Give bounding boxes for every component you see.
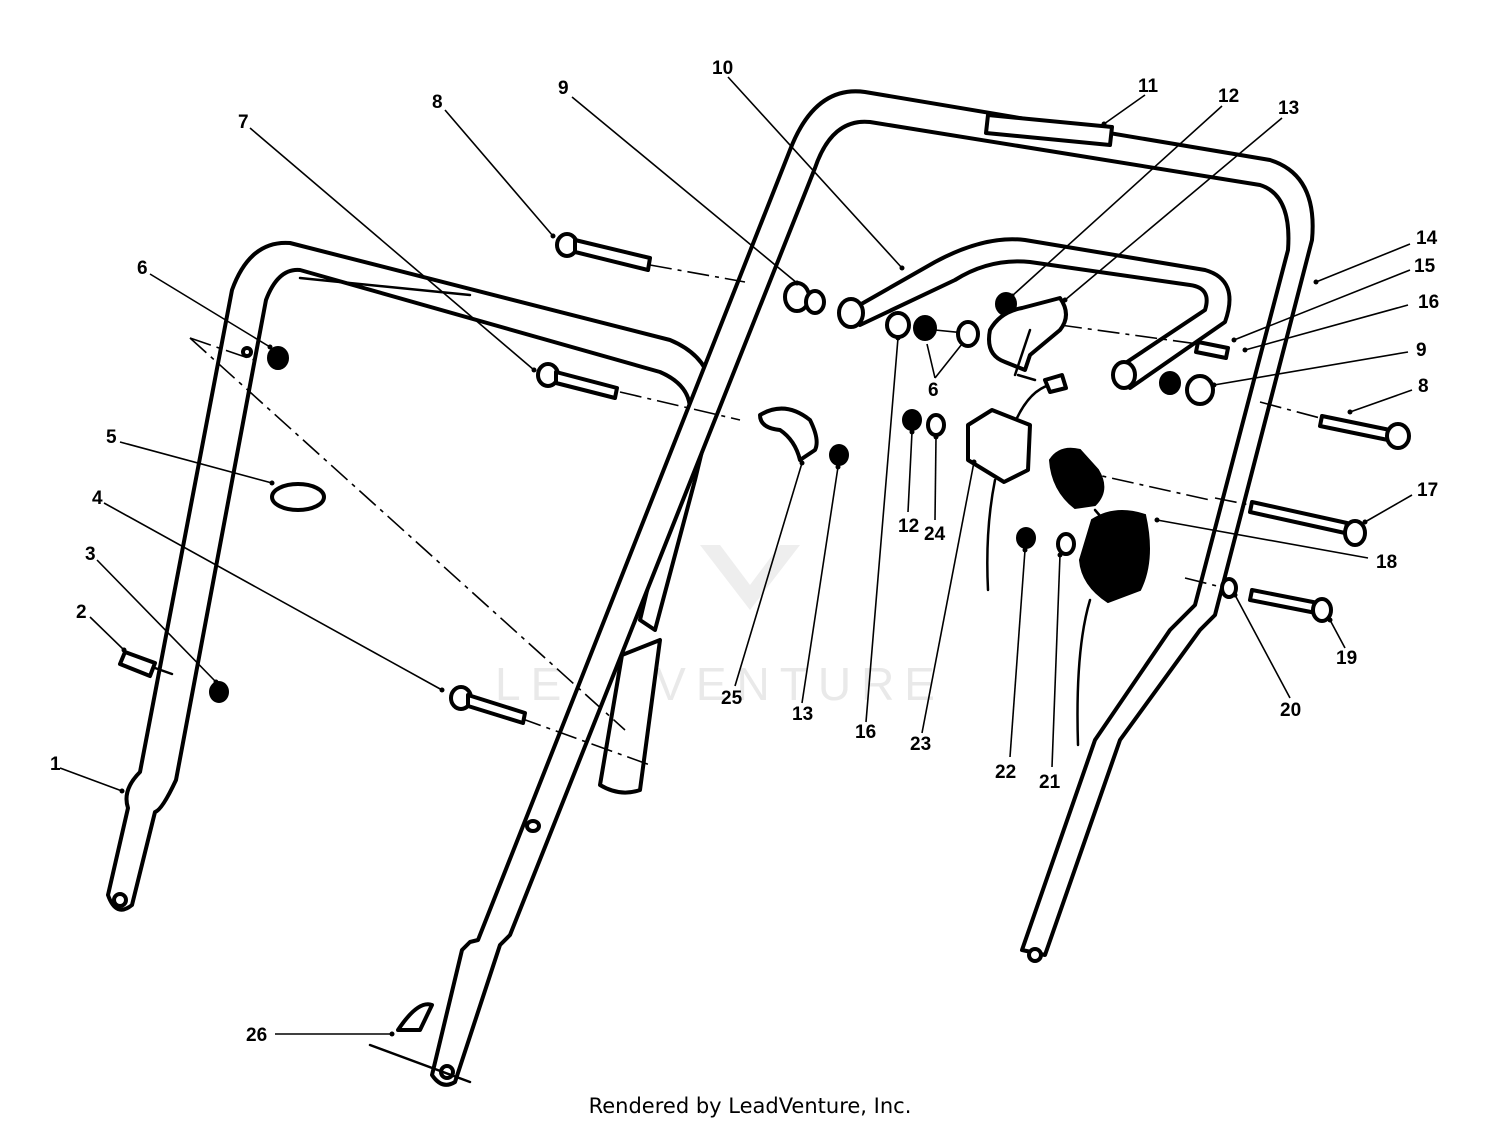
- switch-part-18: [1048, 447, 1150, 747]
- callout-23: 23: [910, 734, 931, 755]
- callout-14: 14: [1416, 228, 1438, 249]
- washer-part-20: [1220, 577, 1238, 599]
- watermark-text: LEADVENTURE: [495, 658, 945, 710]
- bolt-part-7: [536, 362, 619, 400]
- control-bail-part-10: [837, 237, 1232, 390]
- clip-part-5: [270, 482, 326, 512]
- callout-10: 10: [712, 58, 733, 79]
- cable-clip-part-25: [758, 406, 819, 462]
- callout-6-mid: 6: [928, 380, 939, 401]
- callout-5: 5: [106, 427, 117, 448]
- callout-labels: 1 2 3 4 5 6 6 7 8 8 9 9 10 11 12 12 13 1…: [50, 58, 1439, 1046]
- bolt-part-17: [1248, 500, 1367, 547]
- callout-11: 11: [1138, 76, 1159, 97]
- callout-22: 22: [995, 762, 1016, 783]
- callout-2: 2: [76, 602, 87, 623]
- washer-part-6-right: [956, 320, 980, 348]
- callout-17: 17: [1417, 480, 1438, 501]
- callout-3: 3: [85, 544, 96, 565]
- callout-16-right: 16: [1418, 292, 1439, 313]
- nut-part-3: [209, 681, 229, 703]
- nut-part-22: [1016, 527, 1036, 549]
- washer-part-24: [926, 413, 946, 437]
- callout-15: 15: [1414, 256, 1436, 277]
- leadventure-watermark: LEADVENTURE: [495, 545, 945, 710]
- nut-part-16-right: [1159, 371, 1181, 395]
- callout-7: 7: [238, 112, 249, 133]
- stud-part-2: [118, 650, 174, 678]
- callout-26: 26: [246, 1025, 267, 1046]
- callout-12-upper: 12: [1218, 86, 1239, 107]
- callout-19: 19: [1336, 648, 1357, 669]
- upper-handle-part-14: [430, 89, 1315, 1087]
- washer-part-21: [1056, 532, 1076, 556]
- alignment-lines: [189, 264, 1321, 766]
- washer-part-16-left: [885, 311, 911, 339]
- callout-13-lower: 13: [792, 704, 813, 725]
- bolt-part-19: [1248, 588, 1333, 623]
- callout-20: 20: [1280, 700, 1301, 721]
- rendered-by-footer: Rendered by LeadVenture, Inc.: [588, 1094, 912, 1118]
- leader-lines: [59, 76, 1413, 1037]
- nut-part-6-mid: [913, 315, 937, 341]
- bolt-part-8-right: [1318, 414, 1411, 450]
- bolt-part-8-upper: [555, 232, 652, 272]
- callout-6-left: 6: [137, 258, 148, 279]
- callout-1: 1: [50, 754, 61, 775]
- callout-13-upper: 13: [1278, 98, 1299, 119]
- hardware-parts: [118, 232, 1411, 1084]
- nut-part-12-lower: [902, 409, 922, 431]
- callout-4: 4: [92, 488, 103, 509]
- callout-9-right: 9: [1416, 340, 1427, 361]
- callout-16-lower: 16: [855, 722, 876, 743]
- bracket-part-13-upper: [987, 296, 1068, 382]
- callout-12-lower: 12: [898, 516, 919, 537]
- callout-21: 21: [1039, 772, 1061, 793]
- callout-24: 24: [924, 524, 946, 545]
- callout-8-upper: 8: [432, 92, 443, 113]
- nut-part-6-left: [267, 346, 289, 370]
- bolt-part-4: [449, 685, 527, 725]
- spacer-part-9-right: [1185, 374, 1215, 406]
- switch-part-23: [966, 373, 1068, 592]
- callout-9-left: 9: [558, 78, 569, 99]
- nut-part-13-lower: [829, 444, 849, 466]
- clip-part-26: [368, 1002, 472, 1084]
- screw-part-15: [1194, 340, 1230, 360]
- callout-8-right: 8: [1418, 376, 1429, 397]
- callout-25: 25: [721, 688, 743, 709]
- spacer-part-9-left: [783, 281, 826, 315]
- callout-18: 18: [1376, 552, 1397, 573]
